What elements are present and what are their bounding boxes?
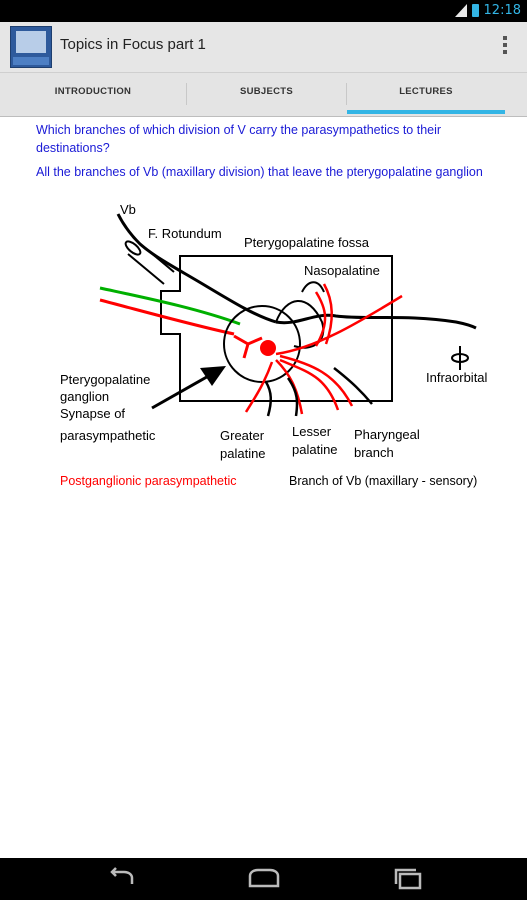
legend-sensory-branch: Branch of Vb (maxillary - sensory) xyxy=(289,474,477,488)
recent-apps-icon[interactable] xyxy=(388,866,428,892)
ganglion-circle xyxy=(223,305,301,383)
label-fossa: Pterygopalatine fossa xyxy=(244,235,370,250)
tab-subjects[interactable]: SUBJECTS xyxy=(239,86,294,97)
label-ganglion-3: Synapse of xyxy=(60,406,125,421)
fossa-outline xyxy=(160,255,393,402)
label-lesser-1: Lesser xyxy=(292,424,332,439)
status-bar: 12:18 xyxy=(0,0,527,22)
red-nerve-incoming xyxy=(99,298,235,336)
tab-introduction[interactable]: INTRODUCTION xyxy=(54,86,132,97)
tab-divider xyxy=(346,83,347,105)
black-branch-2 xyxy=(286,377,299,417)
navigation-bar xyxy=(0,858,527,900)
synapse-symbol xyxy=(233,334,263,359)
red-branch-greater xyxy=(244,361,274,413)
battery-icon xyxy=(472,4,479,17)
red-branch-upper xyxy=(275,294,403,356)
overflow-menu-icon[interactable] xyxy=(503,36,507,58)
app-logo-icon[interactable] xyxy=(10,26,52,68)
label-ganglion-4: parasympathetic xyxy=(60,428,156,443)
signal-icon xyxy=(455,4,467,17)
label-infraorbital: Infraorbital xyxy=(426,370,488,385)
app-title: Topics in Focus part 1 xyxy=(60,36,206,53)
back-icon[interactable] xyxy=(102,866,142,892)
label-nasopalatine: Nasopalatine xyxy=(304,263,380,278)
legend-postganglionic: Postganglionic parasympathetic xyxy=(60,474,237,488)
black-branch-3 xyxy=(333,367,373,405)
home-icon[interactable] xyxy=(244,866,284,892)
tab-bar: INTRODUCTION SUBJECTS LECTURES xyxy=(0,73,527,117)
red-branch-pharyngeal xyxy=(279,354,354,407)
anatomy-diagram: Vb F. Rotundum Pterygopalatine fossa Nas… xyxy=(60,202,488,488)
red-branch-lower xyxy=(279,358,340,411)
green-nerve xyxy=(99,286,241,326)
nasopalatine-nerve xyxy=(301,281,325,293)
label-vb: Vb xyxy=(120,202,136,217)
answer-text: All the branches of Vb (maxillary divisi… xyxy=(36,165,483,179)
label-lesser-2: palatine xyxy=(292,442,338,457)
label-greater-1: Greater xyxy=(220,428,265,443)
foramen-rotundum-shape xyxy=(124,240,175,285)
sensory-main-nerve xyxy=(275,313,477,330)
tab-divider xyxy=(186,83,187,105)
label-ganglion-2: ganglion xyxy=(60,389,109,404)
label-f-rotundum: F. Rotundum xyxy=(148,226,222,241)
label-greater-2: palatine xyxy=(220,446,266,461)
pointer-arrow-line xyxy=(151,372,213,410)
label-ganglion-1: Pterygopalatine xyxy=(60,372,150,387)
question-text: Which branches of which division of V ca… xyxy=(36,123,442,155)
black-branch-1 xyxy=(264,381,272,417)
status-clock: 12:18 xyxy=(483,3,521,18)
ganglion-dot xyxy=(260,340,276,356)
label-pharyngeal-1: Pharyngeal xyxy=(354,427,420,442)
label-pharyngeal-2: branch xyxy=(354,445,394,460)
tab-lectures[interactable]: LECTURES xyxy=(347,73,505,116)
action-bar: Topics in Focus part 1 xyxy=(0,22,527,73)
pointer-arrow-head xyxy=(200,366,226,386)
sensory-loop xyxy=(275,300,325,349)
